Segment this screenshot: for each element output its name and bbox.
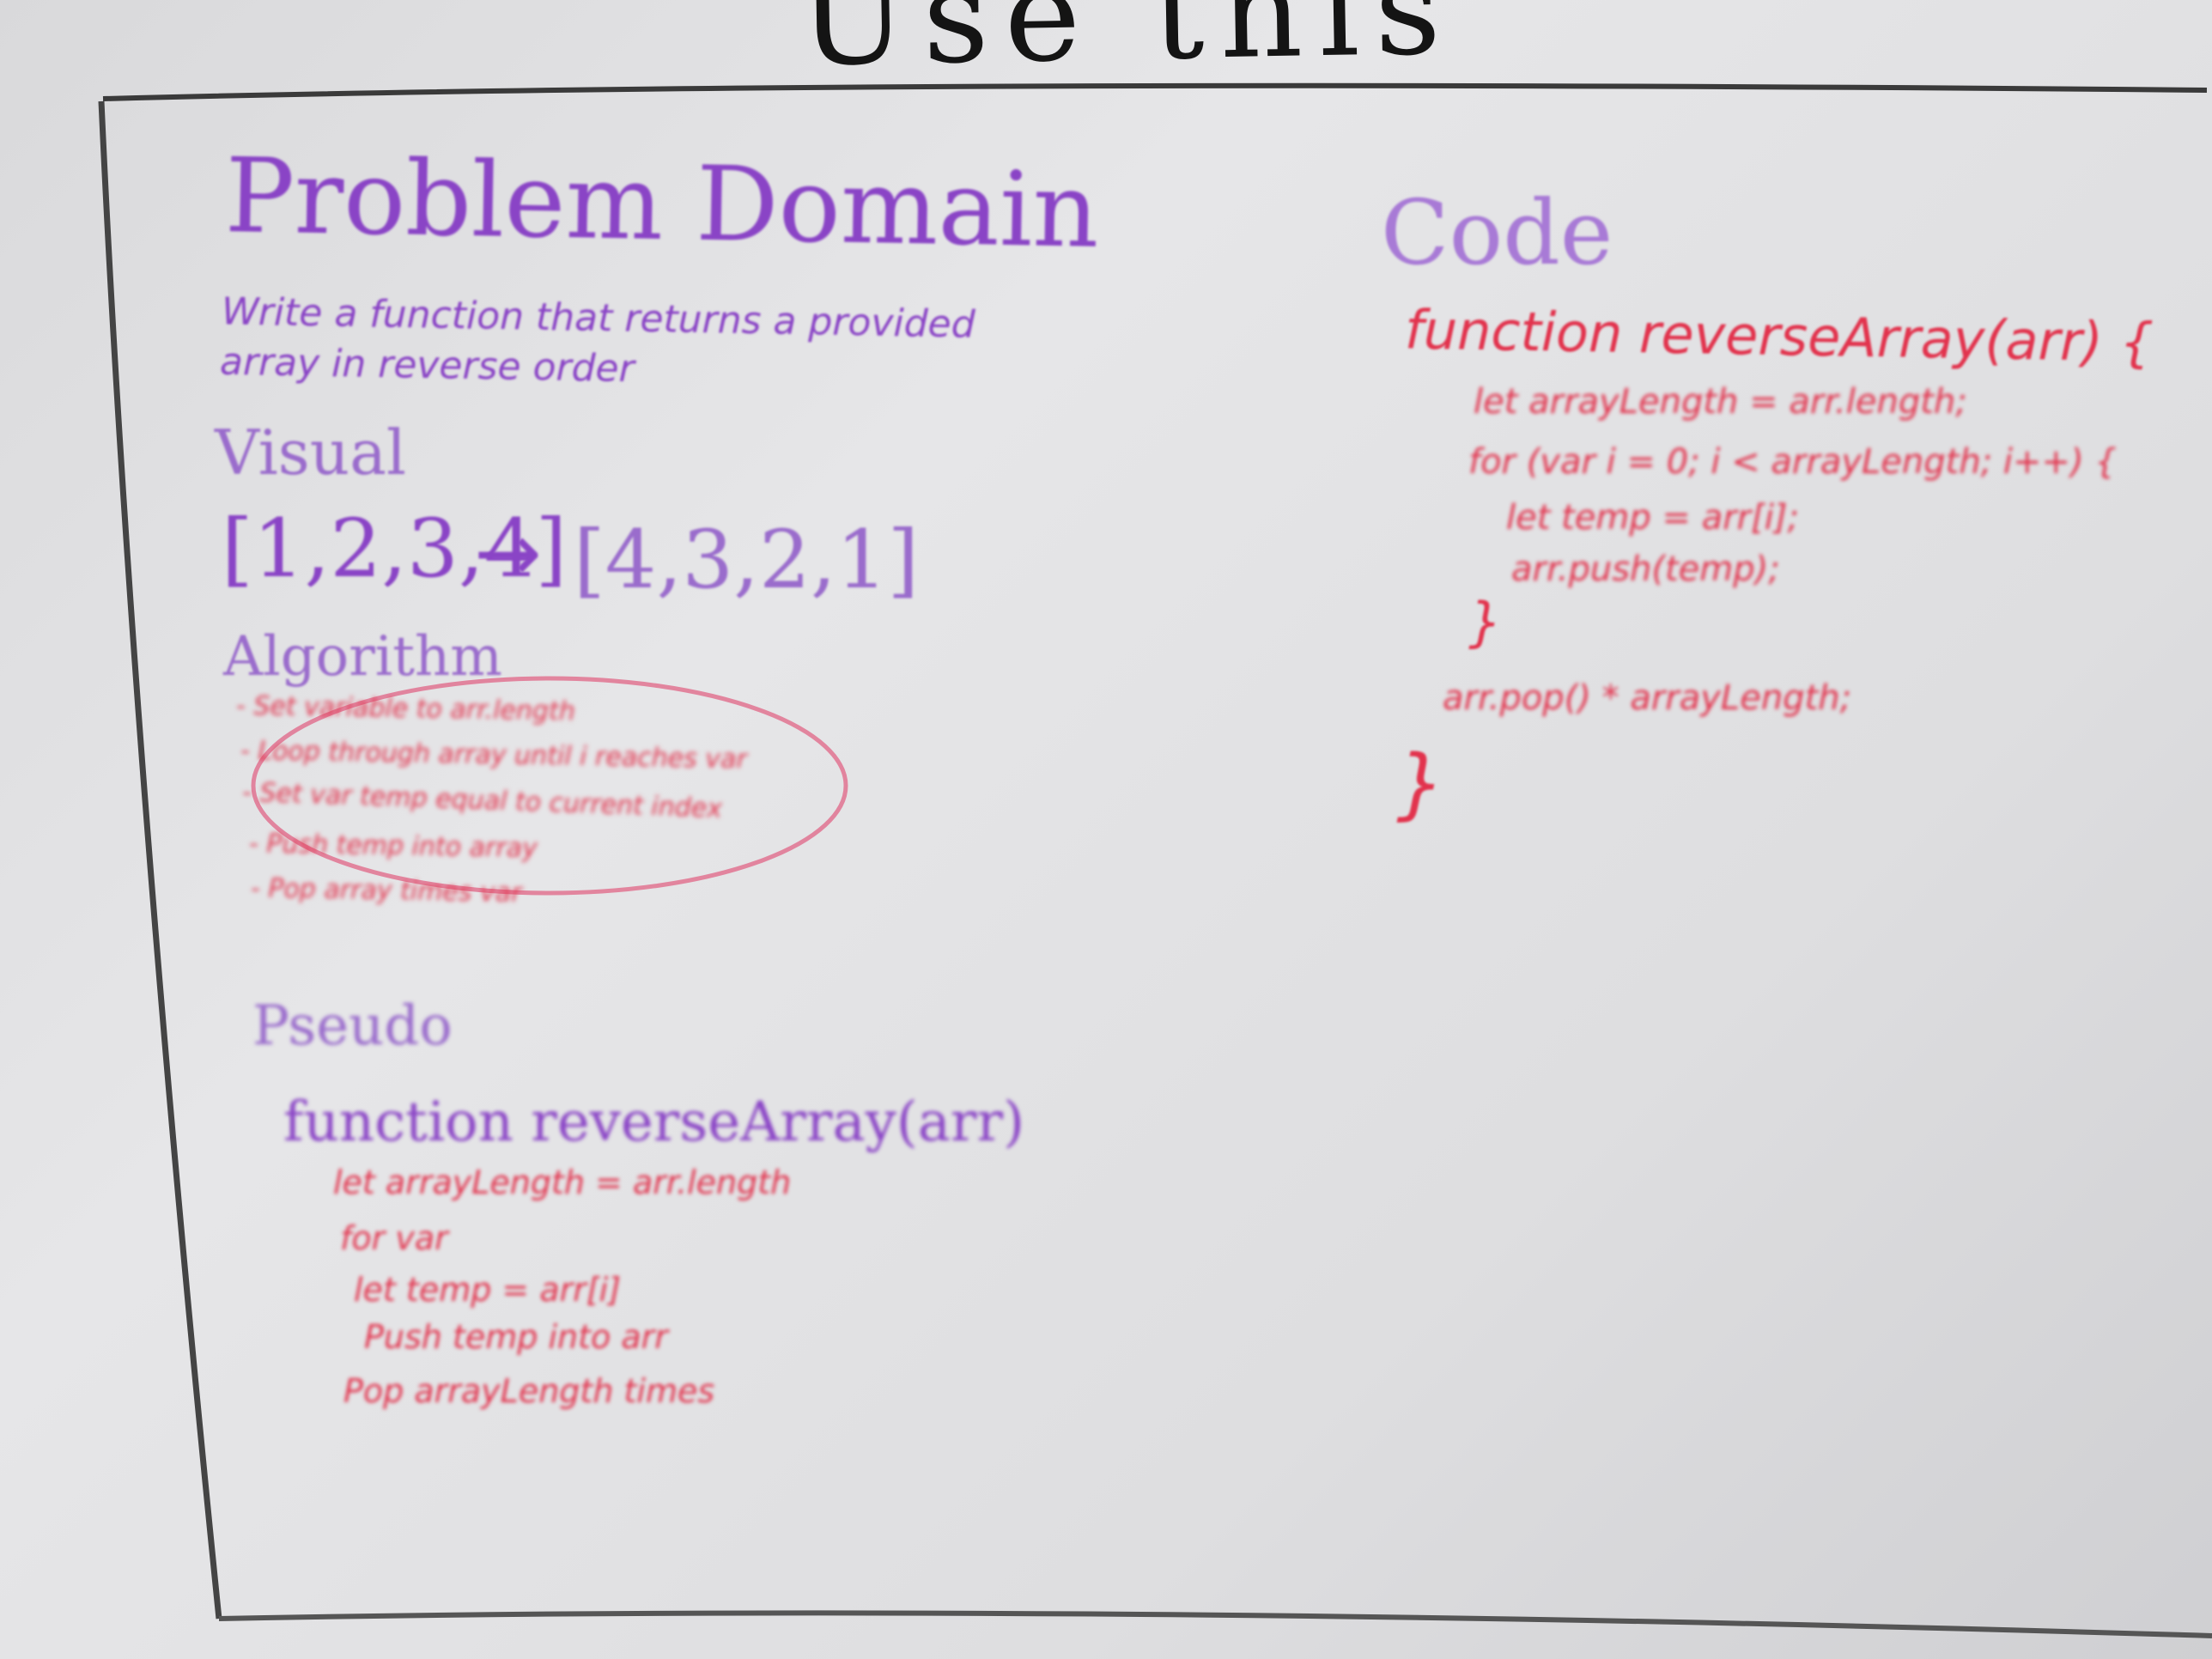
pseudo-signature: function reverseArray(arr) — [283, 1091, 1025, 1154]
code-title: Code — [1381, 180, 1613, 285]
code-line: for (var i = 0; i < arrayLength; i++) { — [1468, 442, 2117, 482]
code-line: let arrayLength = arr.length; — [1474, 382, 1967, 422]
pseudo-line: Push temp into arr — [364, 1318, 668, 1356]
visual-output-array: [4,3,2,1] — [574, 514, 920, 607]
algorithm-step: - Pop array times var — [250, 873, 522, 908]
frame-top-edge — [102, 82, 2208, 101]
pseudo-line: Pop arrayLength times — [343, 1372, 715, 1410]
algorithm-circle — [251, 676, 848, 896]
visual-title: Visual — [215, 416, 407, 489]
visual-arrow: → — [474, 507, 542, 600]
problem-description-line-2: array in reverse order — [219, 339, 635, 392]
code-line: } — [1396, 738, 1446, 829]
code-line: } — [1468, 591, 1503, 653]
problem-domain-title: Problem Domain — [223, 137, 1101, 271]
pseudo-line: for var — [340, 1219, 448, 1257]
code-line: arr.pop() * arrayLength; — [1443, 678, 1852, 718]
pseudo-title: Pseudo — [252, 994, 453, 1058]
algorithm-step: - Set variable to arr.length — [235, 690, 576, 727]
pseudo-line: let arrayLength = arr.length — [333, 1164, 792, 1201]
code-line: function reverseArray(arr) { — [1404, 298, 2154, 374]
pseudo-line: let temp = arr[i] — [354, 1271, 622, 1309]
code-line: let temp = arr[i]; — [1506, 498, 1799, 538]
algorithm-title: Algorithm — [223, 625, 502, 689]
visual-input-array: [1,2,3,4] — [222, 502, 568, 596]
frame-bottom-edge — [218, 1610, 2212, 1638]
algorithm-step: - Push temp into array — [248, 829, 538, 864]
code-line: arr.push(temp); — [1511, 550, 1780, 589]
frame-left-edge — [98, 100, 222, 1620]
